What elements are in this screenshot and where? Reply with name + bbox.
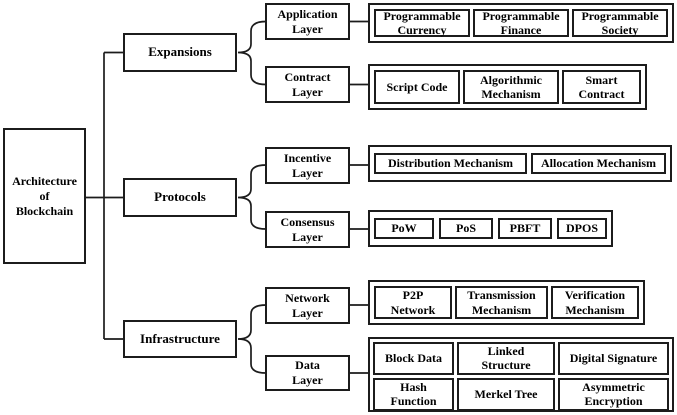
item-programmable-finance: Programmable Finance: [473, 9, 569, 37]
item-allocation-mechanism: Allocation Mechanism: [531, 153, 666, 174]
layer-label: Data Layer: [292, 358, 323, 387]
infrastructure-brace: [237, 304, 267, 374]
layer-box-application: Application Layer: [265, 3, 350, 40]
branch-label: Expansions: [148, 44, 212, 60]
item-p2p-network: P2P Network: [374, 286, 452, 319]
layer-label: Network Layer: [285, 290, 330, 320]
item-transmission-mechanism: Transmission Mechanism: [455, 286, 548, 319]
item-distribution-mechanism: Distribution Mechanism: [374, 153, 527, 174]
root-box-architecture-of-blockchain: Architecture of Blockchain: [3, 128, 86, 264]
incentive-items-container: Distribution Mechanism Allocation Mechan…: [368, 145, 672, 182]
item-merkel-tree: Merkel Tree: [457, 377, 555, 411]
layer-box-data: Data Layer: [265, 355, 350, 391]
item-verification-mechanism: Verification Mechanism: [551, 286, 639, 319]
contract-items-container: Script Code Algorithmic Mechanism Smart …: [368, 64, 647, 110]
expansions-brace: [237, 20, 267, 86]
layer-box-network: Network Layer: [265, 287, 350, 324]
item-pow: PoW: [374, 218, 434, 239]
branch-label: Protocols: [154, 189, 206, 205]
protocols-brace: [237, 164, 267, 230]
consensus-items-container: PoW PoS PBFT DPOS: [368, 210, 613, 247]
layer-box-contract: Contract Layer: [265, 66, 350, 103]
branch-box-expansions: Expansions: [123, 33, 237, 72]
data-items-container: Block Data Linked Structure Digital Sign…: [368, 337, 674, 412]
item-pbft: PBFT: [498, 218, 552, 239]
item-hash-function: Hash Function: [373, 377, 454, 411]
item-block-data: Block Data: [373, 342, 454, 375]
network-items-container: P2P Network Transmission Mechanism Verif…: [368, 280, 645, 325]
item-script-code: Script Code: [374, 70, 460, 104]
item-smart-contract: Smart Contract: [562, 70, 641, 104]
layer-label: Incentive Layer: [283, 150, 332, 180]
branch-box-protocols: Protocols: [123, 178, 237, 217]
layer-label: Application Layer: [277, 6, 338, 36]
layer-label: Consensus Layer: [280, 214, 335, 244]
item-algorithmic-mechanism: Algorithmic Mechanism: [463, 70, 559, 104]
item-dpos: DPOS: [557, 218, 607, 239]
item-asymmetric-encryption: Asymmetric Encryption: [558, 377, 669, 411]
branch-label: Infrastructure: [140, 330, 220, 346]
branch-box-infrastructure: Infrastructure: [123, 320, 237, 358]
layer-box-incentive: Incentive Layer: [265, 147, 350, 184]
item-linked-structure: Linked Structure: [457, 342, 555, 375]
item-digital-signature: Digital Signature: [558, 342, 669, 375]
item-programmable-society: Programmable Society: [572, 9, 668, 37]
layer-box-consensus: Consensus Layer: [265, 211, 350, 248]
application-items-container: Programmable Currency Programmable Finan…: [368, 3, 674, 43]
root-label: Architecture of Blockchain: [12, 173, 77, 218]
item-programmable-currency: Programmable Currency: [374, 9, 470, 37]
layer-label: Contract Layer: [284, 69, 331, 99]
item-pos: PoS: [439, 218, 493, 239]
